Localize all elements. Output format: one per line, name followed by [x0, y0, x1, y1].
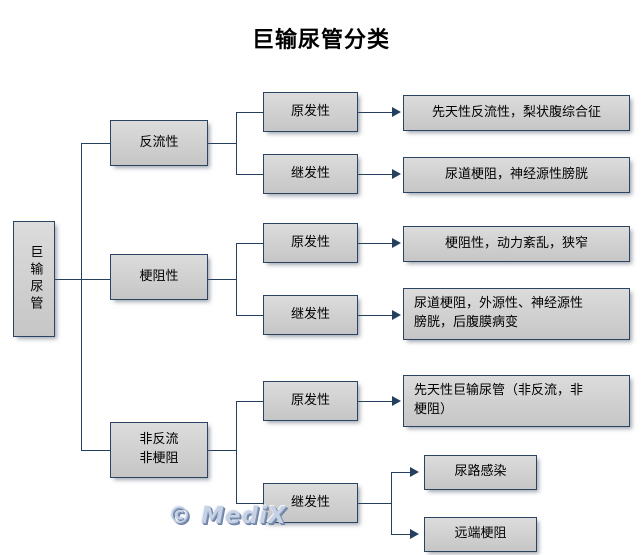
- leaf-congenital-megaureter-nonreflux-nonobstructive[interactable]: 先天性巨输尿管（非反流，非 梗阻）: [403, 375, 630, 427]
- connector-root-to-branch-2: [81, 279, 111, 280]
- connector-child-3b-to-leaf-1: [391, 472, 413, 473]
- connector-root-stub: [55, 279, 82, 280]
- node-branch-refluxing[interactable]: 反流性: [110, 120, 208, 166]
- connector-root-to-branch-3: [81, 450, 111, 451]
- node-child-refluxing-primary[interactable]: 原发性: [263, 92, 358, 132]
- connector-branch-1-to-child-2: [236, 174, 263, 175]
- connector-root-trunk: [81, 143, 82, 451]
- connector-branch-2-stub: [208, 279, 236, 280]
- connector-branch-1-split: [236, 112, 237, 174]
- node-child-nonrefluxing-primary[interactable]: 原发性: [263, 381, 358, 421]
- node-child-obstructive-secondary[interactable]: 继发性: [263, 295, 358, 335]
- node-child-obstructive-primary-label: 原发性: [290, 234, 330, 250]
- arrow-head-icon: [410, 467, 419, 477]
- node-branch-obstructive[interactable]: 梗阻性: [110, 254, 208, 300]
- connector-child-3a-to-leaf: [358, 401, 395, 402]
- connector-branch-2-to-child-1: [236, 243, 263, 244]
- connector-child-1b-to-leaf: [358, 174, 395, 175]
- node-root-label: 巨输尿管: [27, 245, 43, 313]
- leaf-urethral-obstruction-neurogenic-bladder[interactable]: 尿道梗阻，神经源性膀胱: [403, 157, 630, 193]
- node-child-nonrefluxing-secondary[interactable]: 继发性: [263, 483, 358, 523]
- connector-branch-1-to-child-1: [236, 112, 263, 113]
- leaf-urethral-obstruction-extrinsic-retroperitoneal[interactable]: 尿道梗阻，外源性、神经源性 膀胱，后腹膜病变: [403, 288, 630, 340]
- node-child-refluxing-primary-label: 原发性: [290, 103, 330, 119]
- node-branch-nonrefluxing-nonobstructive-label: 非反流 非梗阻: [139, 432, 179, 466]
- connector-branch-3-to-child-1: [236, 401, 263, 402]
- leaf-urinary-tract-infection[interactable]: 尿路感染: [424, 455, 537, 490]
- arrow-head-icon: [392, 396, 401, 406]
- leaf-congenital-reflux-prune-belly[interactable]: 先天性反流性，梨状腹综合征: [403, 95, 630, 131]
- watermark: © MediX: [168, 503, 287, 529]
- node-child-refluxing-secondary[interactable]: 继发性: [263, 154, 358, 194]
- leaf-congenital-megaureter-nonreflux-nonobstructive-label: 先天性巨输尿管（非反流，非 梗阻）: [414, 383, 584, 417]
- connector-root-to-branch-1: [81, 143, 111, 144]
- connector-child-2a-to-leaf: [358, 243, 395, 244]
- leaf-congenital-reflux-prune-belly-label: 先天性反流性，梨状腹综合征: [431, 104, 601, 120]
- connector-branch-3-to-child-2: [236, 503, 263, 504]
- node-branch-nonrefluxing-nonobstructive[interactable]: 非反流 非梗阻: [110, 422, 208, 478]
- arrow-head-icon: [410, 529, 419, 539]
- arrow-head-icon: [392, 169, 401, 179]
- node-branch-obstructive-label: 梗阻性: [139, 268, 179, 284]
- connector-child-3b-stub: [358, 503, 391, 504]
- leaf-obstructive-dysmotility-stricture[interactable]: 梗阻性，动力紊乱，狭窄: [403, 226, 630, 262]
- node-child-obstructive-secondary-label: 继发性: [290, 306, 330, 322]
- arrow-head-icon: [392, 238, 401, 248]
- connector-branch-3-split: [236, 401, 237, 503]
- node-child-nonrefluxing-secondary-label: 继发性: [290, 494, 330, 510]
- leaf-distal-obstruction[interactable]: 远端梗阻: [424, 517, 537, 552]
- node-child-obstructive-primary[interactable]: 原发性: [263, 223, 358, 263]
- connector-child-3b-split: [391, 472, 392, 534]
- leaf-urethral-obstruction-extrinsic-retroperitoneal-label: 尿道梗阻，外源性、神经源性 膀胱，后腹膜病变: [414, 296, 584, 330]
- node-child-nonrefluxing-primary-label: 原发性: [290, 392, 330, 408]
- connector-branch-3-stub: [208, 450, 236, 451]
- arrow-head-icon: [392, 107, 401, 117]
- leaf-distal-obstruction-label: 远端梗阻: [454, 526, 507, 542]
- leaf-obstructive-dysmotility-stricture-label: 梗阻性，动力紊乱，狭窄: [444, 235, 588, 251]
- page-title: 巨输尿管分类: [251, 28, 390, 53]
- node-branch-refluxing-label: 反流性: [139, 134, 179, 150]
- connector-branch-1-stub: [208, 143, 236, 144]
- node-root[interactable]: 巨输尿管: [13, 221, 55, 337]
- connector-child-2b-to-leaf: [358, 315, 395, 316]
- leaf-urinary-tract-infection-label: 尿路感染: [454, 464, 507, 480]
- arrow-head-icon: [392, 310, 401, 320]
- connector-branch-2-to-child-2: [236, 315, 263, 316]
- connector-child-3b-to-leaf-2: [391, 534, 413, 535]
- leaf-urethral-obstruction-neurogenic-bladder-label: 尿道梗阻，神经源性膀胱: [444, 166, 588, 182]
- connector-child-1a-to-leaf: [358, 112, 395, 113]
- node-child-refluxing-secondary-label: 继发性: [290, 165, 330, 181]
- connector-branch-2-split: [236, 243, 237, 315]
